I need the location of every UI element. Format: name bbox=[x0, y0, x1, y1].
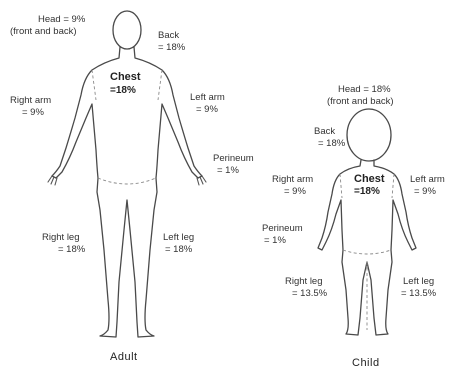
child-right-arm-label: Right arm bbox=[272, 174, 313, 185]
child-right-leg-label-value: = 13.5% bbox=[292, 288, 328, 299]
adult-left-arm-label-value: = 9% bbox=[196, 104, 218, 115]
child-back-label: Back bbox=[314, 126, 335, 137]
child-shoulder-divider-right bbox=[340, 174, 342, 198]
adult-hip-divider bbox=[98, 178, 156, 184]
adult-shoulder-divider-left bbox=[158, 70, 162, 100]
child-perineum-label: Perineum bbox=[262, 223, 303, 234]
adult-back-label: Back bbox=[158, 30, 179, 41]
adult-left-leg-label: Left leg bbox=[163, 232, 194, 243]
adult-perineum-label: Perineum bbox=[213, 153, 254, 164]
adult-right-leg-label-value: = 18% bbox=[58, 244, 86, 255]
child-back-label-value: = 18% bbox=[318, 138, 346, 149]
child-chest-label: Chest bbox=[354, 173, 385, 185]
adult-right-arm-label-value: = 9% bbox=[22, 107, 44, 118]
adult-labels: Head = 9% (front and back) Back = 18% Ch… bbox=[10, 14, 254, 363]
adult-right-arm-label: Right arm bbox=[10, 95, 51, 106]
adult-left-leg-label-value: = 18% bbox=[165, 244, 193, 255]
child-left-arm-label: Left arm bbox=[410, 174, 445, 185]
adult-chest-label-value: =18% bbox=[110, 85, 136, 96]
adult-head bbox=[113, 11, 141, 49]
child-left-arm-label-value: = 9% bbox=[414, 186, 436, 197]
adult-chest-label: Chest bbox=[110, 71, 141, 83]
adult-figure bbox=[48, 11, 206, 337]
adult-left-arm-label: Left arm bbox=[190, 92, 225, 103]
adult-shoulder-divider-right bbox=[92, 70, 96, 100]
child-right-leg-label: Right leg bbox=[285, 276, 323, 287]
child-head-label-sub: (front and back) bbox=[327, 96, 394, 107]
child-left-leg-label-value: = 13.5% bbox=[401, 288, 437, 299]
adult-head-label-sub: (front and back) bbox=[10, 26, 77, 37]
child-perineum-label-value: = 1% bbox=[264, 235, 286, 246]
child-chest-label-value: =18% bbox=[354, 186, 380, 197]
child-shoulder-divider-left bbox=[392, 174, 394, 198]
child-head-label: Head = 18% bbox=[338, 84, 391, 95]
adult-head-label: Head = 9% bbox=[38, 14, 86, 25]
adult-right-leg-label: Right leg bbox=[42, 232, 80, 243]
adult-caption: Adult bbox=[110, 351, 138, 363]
child-right-arm-label-value: = 9% bbox=[284, 186, 306, 197]
adult-perineum-label-value: = 1% bbox=[217, 165, 239, 176]
child-labels: Head = 18% (front and back) Back = 18% C… bbox=[262, 84, 445, 369]
child-caption: Child bbox=[352, 357, 380, 369]
child-left-leg-label: Left leg bbox=[403, 276, 434, 287]
child-hip-divider bbox=[343, 250, 391, 254]
child-head bbox=[347, 109, 391, 161]
adult-back-label-value: = 18% bbox=[158, 42, 186, 53]
